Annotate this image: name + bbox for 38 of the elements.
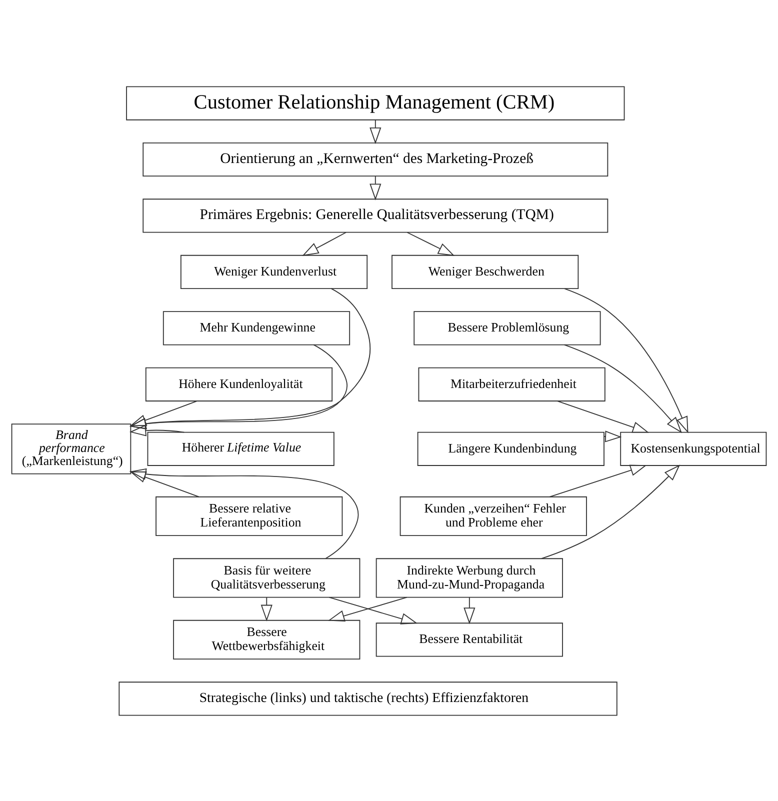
- arrow: [564, 288, 688, 433]
- arrow: [564, 344, 682, 433]
- node-box: Weniger Beschwerden: [392, 254, 579, 288]
- arrow: [129, 424, 185, 436]
- node-box: Mitarbeiterzufriedenheit: [418, 366, 606, 401]
- arrow: [130, 400, 198, 426]
- arrow: [406, 231, 455, 256]
- node-box: Indirekte Werbung durch Mund-zu-Mund-Propaganda: [376, 558, 563, 598]
- node-box: Weniger Kundenverlust: [180, 254, 368, 288]
- node-box: Längere Kundenbindung: [417, 431, 604, 466]
- arrow: [130, 344, 348, 429]
- arrow: [556, 400, 650, 432]
- arrow: [129, 470, 200, 497]
- arrow: [541, 464, 680, 559]
- node-box: Orientierung an „Kernwerten“ des Marketing-Prozeß: [142, 142, 608, 176]
- node-box: Bessere relative Lieferantenposition: [156, 496, 343, 536]
- arrow: [370, 118, 382, 144]
- node-box: Bessere Rentabilität: [376, 622, 563, 656]
- node-box: Customer Relationship Management (CRM): [126, 86, 625, 120]
- arrow: [549, 464, 647, 497]
- arrow: [328, 596, 408, 622]
- node-box: Bessere Problemlösung: [414, 310, 601, 345]
- node-box: Basis für weitere Qualitätsverbesserung: [173, 558, 360, 598]
- node-box: Höhere Kundenloyalität: [145, 366, 333, 401]
- node-box: Kunden „verzeihen“ Fehler und Probleme eher: [400, 496, 587, 536]
- node-box: Brand performance („Markenleistung“): [11, 423, 132, 474]
- arrow: [464, 596, 476, 624]
- node-box: Kostensenkungspotential: [620, 431, 767, 466]
- arrow: [302, 231, 347, 256]
- node-box: Bessere Wettbewerbsfähigkeit: [173, 619, 360, 660]
- arrow: [370, 175, 382, 200]
- arrow: [260, 596, 272, 621]
- node-box: Strategische (links) und taktische (rechts) Effizienzfaktoren: [118, 681, 618, 716]
- arrow: [130, 468, 359, 558]
- node-box: Primäres Ergebnis: Generelle Qualitätsverbesserung (TQM): [142, 198, 608, 232]
- arrow: [130, 288, 371, 429]
- node-box: Mehr Kundengewinne: [162, 310, 350, 345]
- node-box: Höherer Lifetime Value: [147, 431, 334, 466]
